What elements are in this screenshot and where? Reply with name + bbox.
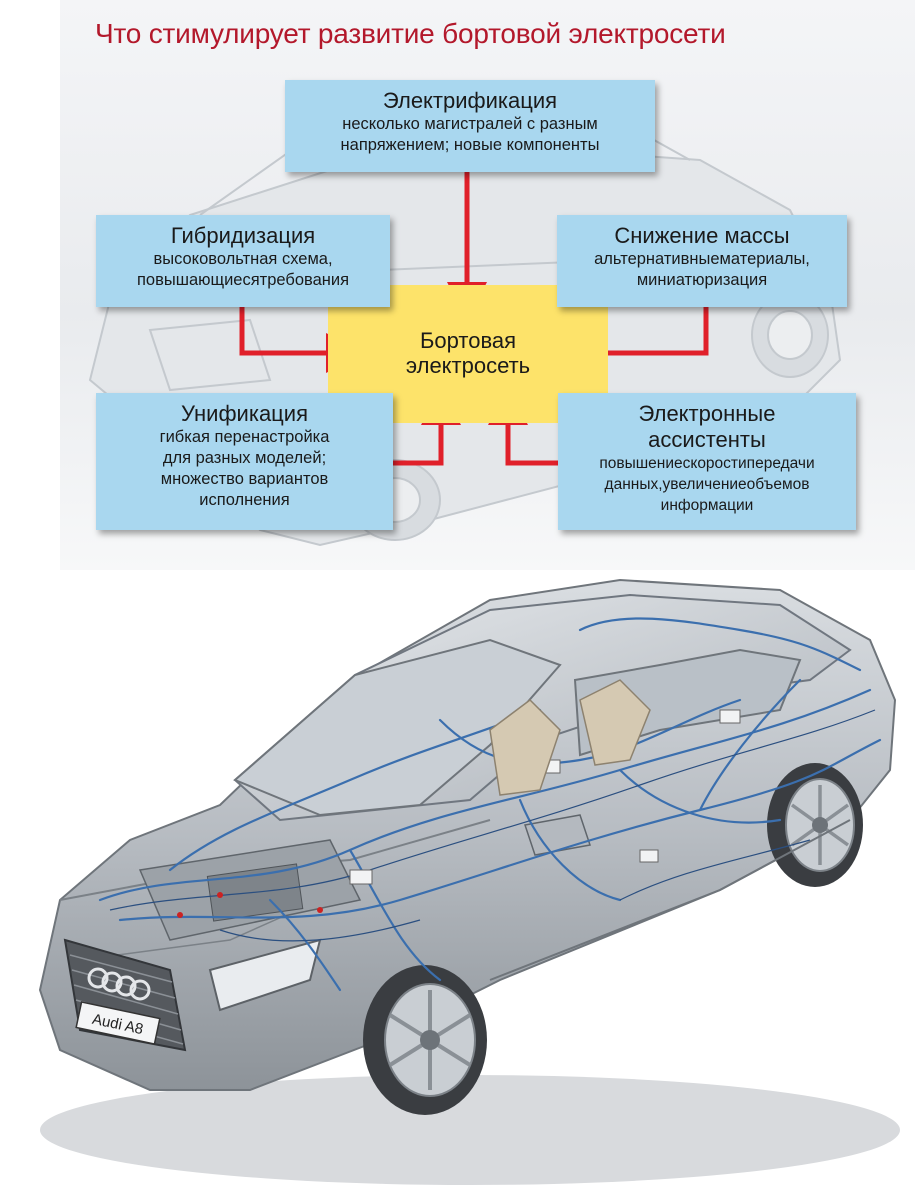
box-heading: ассистенты (648, 427, 766, 452)
box-line: гибкая перенастройка (159, 428, 330, 446)
box-line: повышающиесятребования (136, 271, 350, 289)
arrow-hybridization (239, 307, 366, 373)
box-electrification: Электрификация несколько магистралей с р… (285, 80, 655, 172)
box-line: миниатюризация (636, 271, 768, 289)
box-unification: Унификация гибкая перенастройка для разн… (96, 393, 393, 530)
box-weight-reduction: Снижение массы альтернативныематериалы, … (557, 215, 847, 307)
box-electronic-assistants: Электронные ассистенты повышениескорости… (558, 393, 856, 530)
box-heading: Унификация (181, 401, 308, 426)
box-line: напряжением; новые компоненты (340, 136, 600, 154)
box-line: несколько магистралей с разным (342, 115, 598, 133)
box-heading: Гибридизация (170, 223, 316, 248)
box-heading: Электрификация (382, 88, 558, 113)
page-title: Что стимулирует развитие бортовой электр… (95, 18, 726, 49)
box-line: данных,увеличениеобъемов (604, 476, 810, 493)
box-line: повышениескоростипередачи (599, 455, 815, 472)
box-heading: Электронные (638, 401, 776, 426)
box-heading: Снижение массы (614, 223, 790, 248)
car-wiring-illustration: Audi A8 (20, 570, 910, 1195)
center-label-line2: электросеть (405, 353, 531, 378)
box-line: информации (660, 497, 754, 514)
box-line: множество вариантов (160, 470, 329, 488)
box-hybridization: Гибридизация высоковольтная схема, повыш… (96, 215, 390, 307)
arrow-electronic-assistants (488, 385, 558, 466)
connector-arrows (239, 172, 709, 466)
box-line: для разных моделей; (162, 449, 327, 467)
box-line: исполнения (199, 491, 290, 509)
box-line: высоковольтная схема, (153, 250, 333, 268)
center-label-line1: Бортовая (419, 328, 517, 353)
arrow-weight-reduction (568, 307, 709, 373)
arrow-unification (393, 385, 461, 466)
car-illustration: Audi A8 (38, 578, 900, 1185)
box-line: альтернативныематериалы, (594, 250, 810, 268)
